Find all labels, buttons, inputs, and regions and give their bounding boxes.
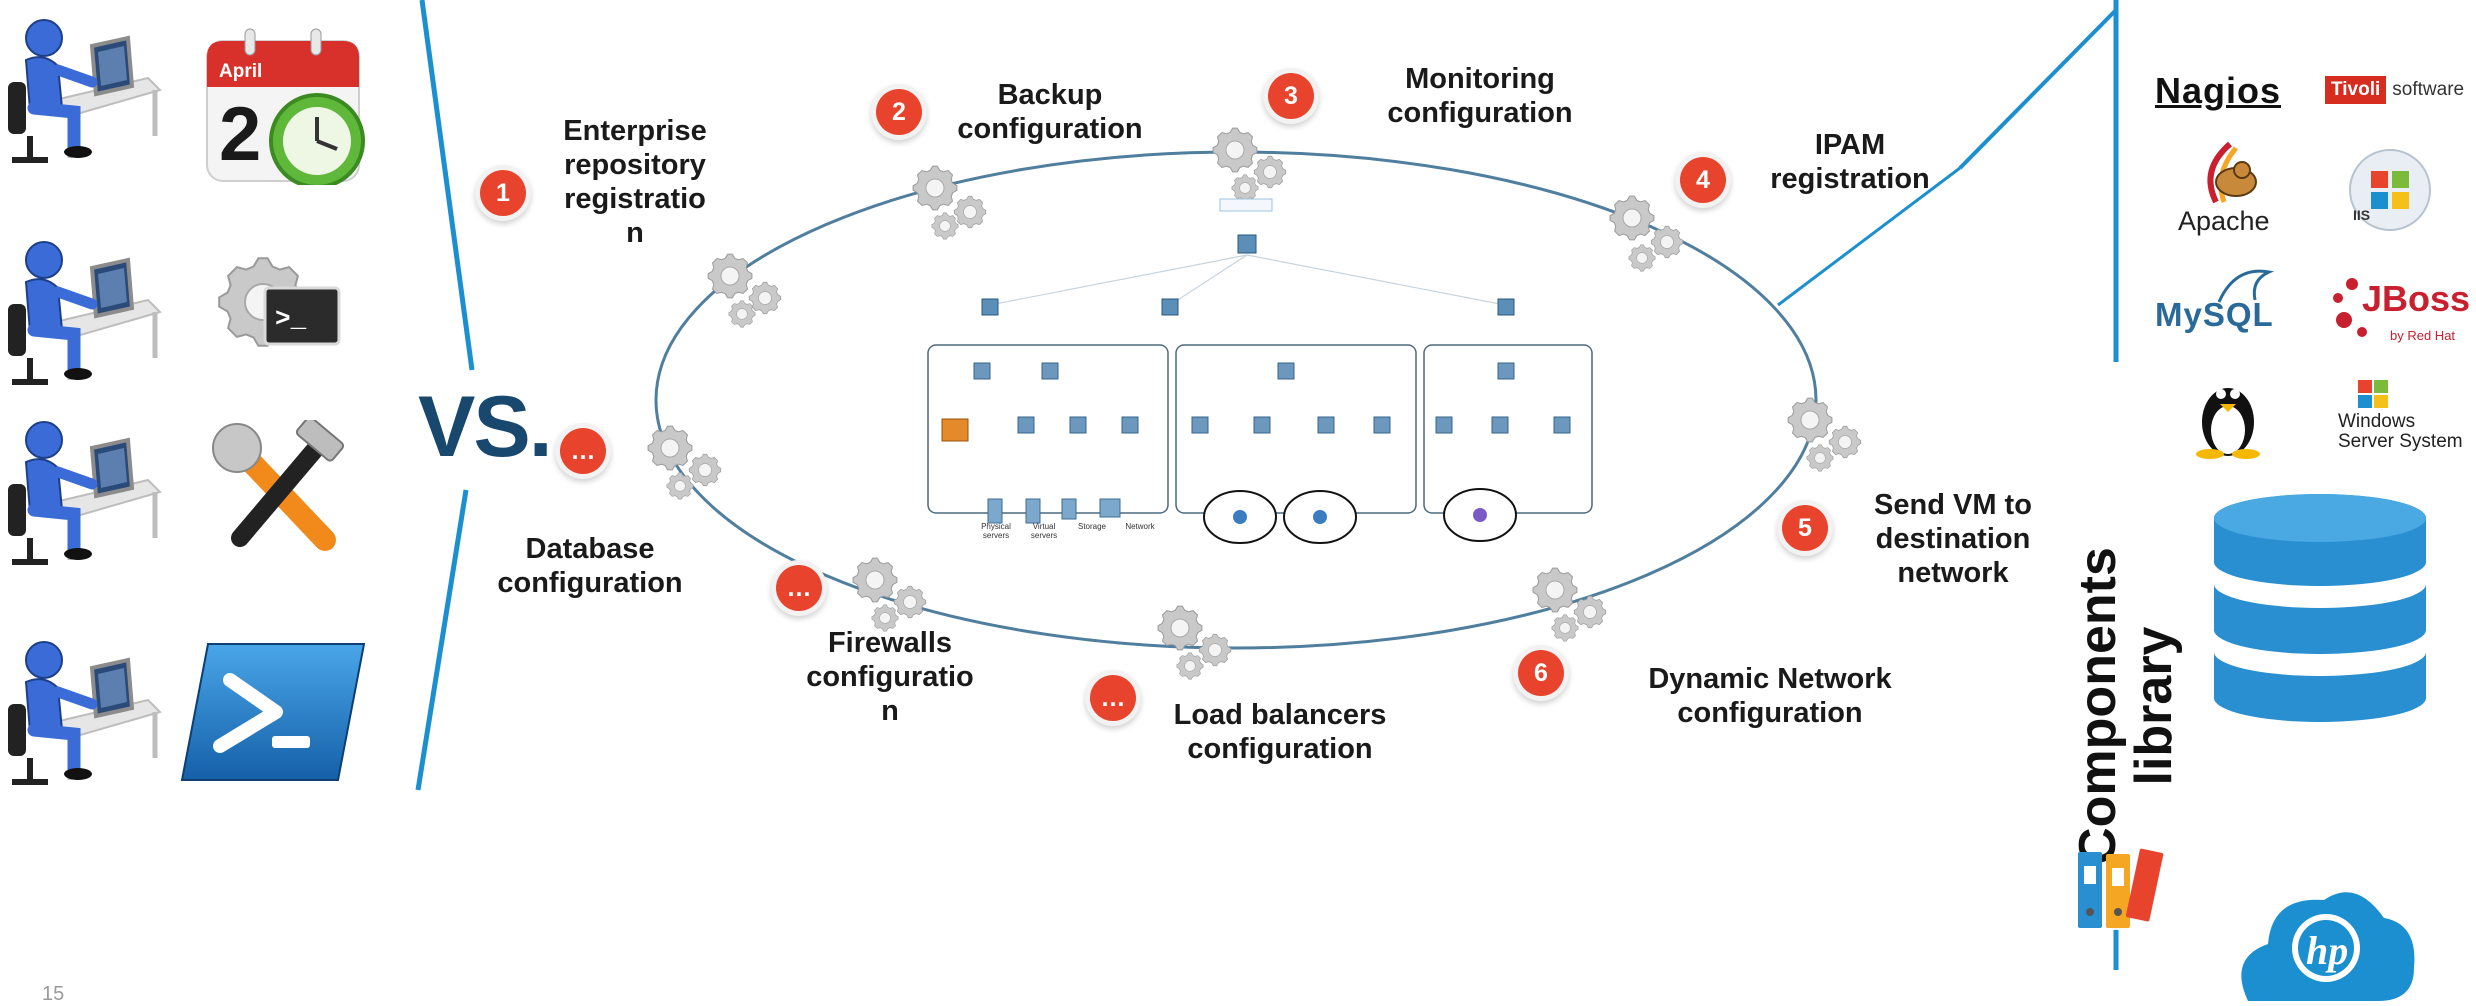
tivoli-logo: Tivoli software [2325, 76, 2464, 104]
step-badge-3: 3 [1268, 73, 1314, 119]
step-label-monitoring: Monitoring configuration [1387, 63, 1573, 129]
step-label-firewalls: Firewalls configuratio n [806, 627, 974, 727]
more-badge-firewalls: … [776, 565, 822, 611]
gear-icon [1157, 605, 1232, 680]
jboss-logo: JBoss by Red Hat [2330, 272, 2470, 352]
hp-cloud-logo: hp [2241, 892, 2415, 1001]
more-badge-database: … [560, 428, 606, 474]
linux-tux-icon [2188, 370, 2268, 460]
step-label-send-vm: Send VM to destination network [1874, 489, 2032, 589]
components-library-title: Components library [2069, 530, 2183, 865]
more-badge-load-balancers: … [1090, 675, 1136, 721]
step-badge-2: 2 [876, 89, 922, 135]
tivoli-software: software [2392, 79, 2465, 100]
vs-text: VS. [418, 379, 553, 475]
gear-icon [852, 557, 927, 632]
tools-icon [205, 416, 355, 570]
calendar-month: April [219, 61, 263, 82]
svg-text:hp: hp [2306, 928, 2348, 973]
calendar-day: 2 [219, 92, 262, 177]
components-library-text: Components library [2069, 547, 2183, 865]
apache-text: Apache [2178, 206, 2270, 236]
nagios-logo: Nagios [2155, 70, 2282, 111]
windows-server-logo: Windows Server System [2338, 378, 2476, 468]
network-topology-thumbnail [927, 198, 1593, 544]
step-badge-4: 4 [1680, 157, 1726, 203]
step-label-ipam: IPAM registration [1770, 129, 1930, 195]
legend-virtual: Virtual servers [1030, 522, 1058, 540]
legend-storage: Storage [1077, 522, 1107, 531]
gear-icon [1787, 397, 1862, 472]
step-label-enterprise: Enterprise repository registratio n [563, 115, 707, 242]
gear-icon [1532, 567, 1607, 642]
left-bracket [415, 0, 475, 791]
gear-icon [707, 253, 782, 328]
step-label-database: Database configuration [497, 533, 683, 599]
gear-icon [1609, 195, 1684, 272]
gear-icon [1212, 127, 1287, 202]
gear-icon [647, 425, 722, 500]
iis-text: IIS [2353, 207, 2371, 223]
page-number: 15 [42, 983, 65, 1005]
legend-network: Network [1125, 522, 1155, 531]
terminal-gear-icon: >_ [195, 230, 345, 380]
jboss-text: JBoss [2362, 278, 2471, 319]
iis-logo: IIS [2345, 145, 2435, 235]
step-label-dynamic-network: Dynamic Network configuration [1648, 663, 1892, 729]
windows-server-text: Windows Server System [2338, 411, 2463, 452]
mysql-logo: MySQL [2155, 262, 2285, 338]
legend-physical: Physical servers [981, 522, 1011, 540]
database-icon [2214, 494, 2426, 722]
apache-logo: Apache [2170, 140, 2280, 240]
tivoli-badge: Tivoli [2325, 76, 2387, 104]
step-badge-6: 6 [1518, 650, 1564, 696]
topology-legend: Physical servers Virtual servers Storage… [976, 522, 1196, 552]
mysql-text: MySQL [2155, 296, 2274, 333]
step-badge-1: 1 [480, 170, 526, 216]
step-label-load-balancers: Load balancers configuration [1173, 699, 1387, 765]
svg-text:>_: >_ [275, 304, 307, 334]
jboss-sub: by Red Hat [2390, 328, 2456, 343]
binders-icon [2078, 848, 2164, 928]
step-label-backup: Backup configuration [957, 79, 1143, 145]
powershell-icon [180, 640, 366, 785]
step-badge-5: 5 [1782, 505, 1828, 551]
